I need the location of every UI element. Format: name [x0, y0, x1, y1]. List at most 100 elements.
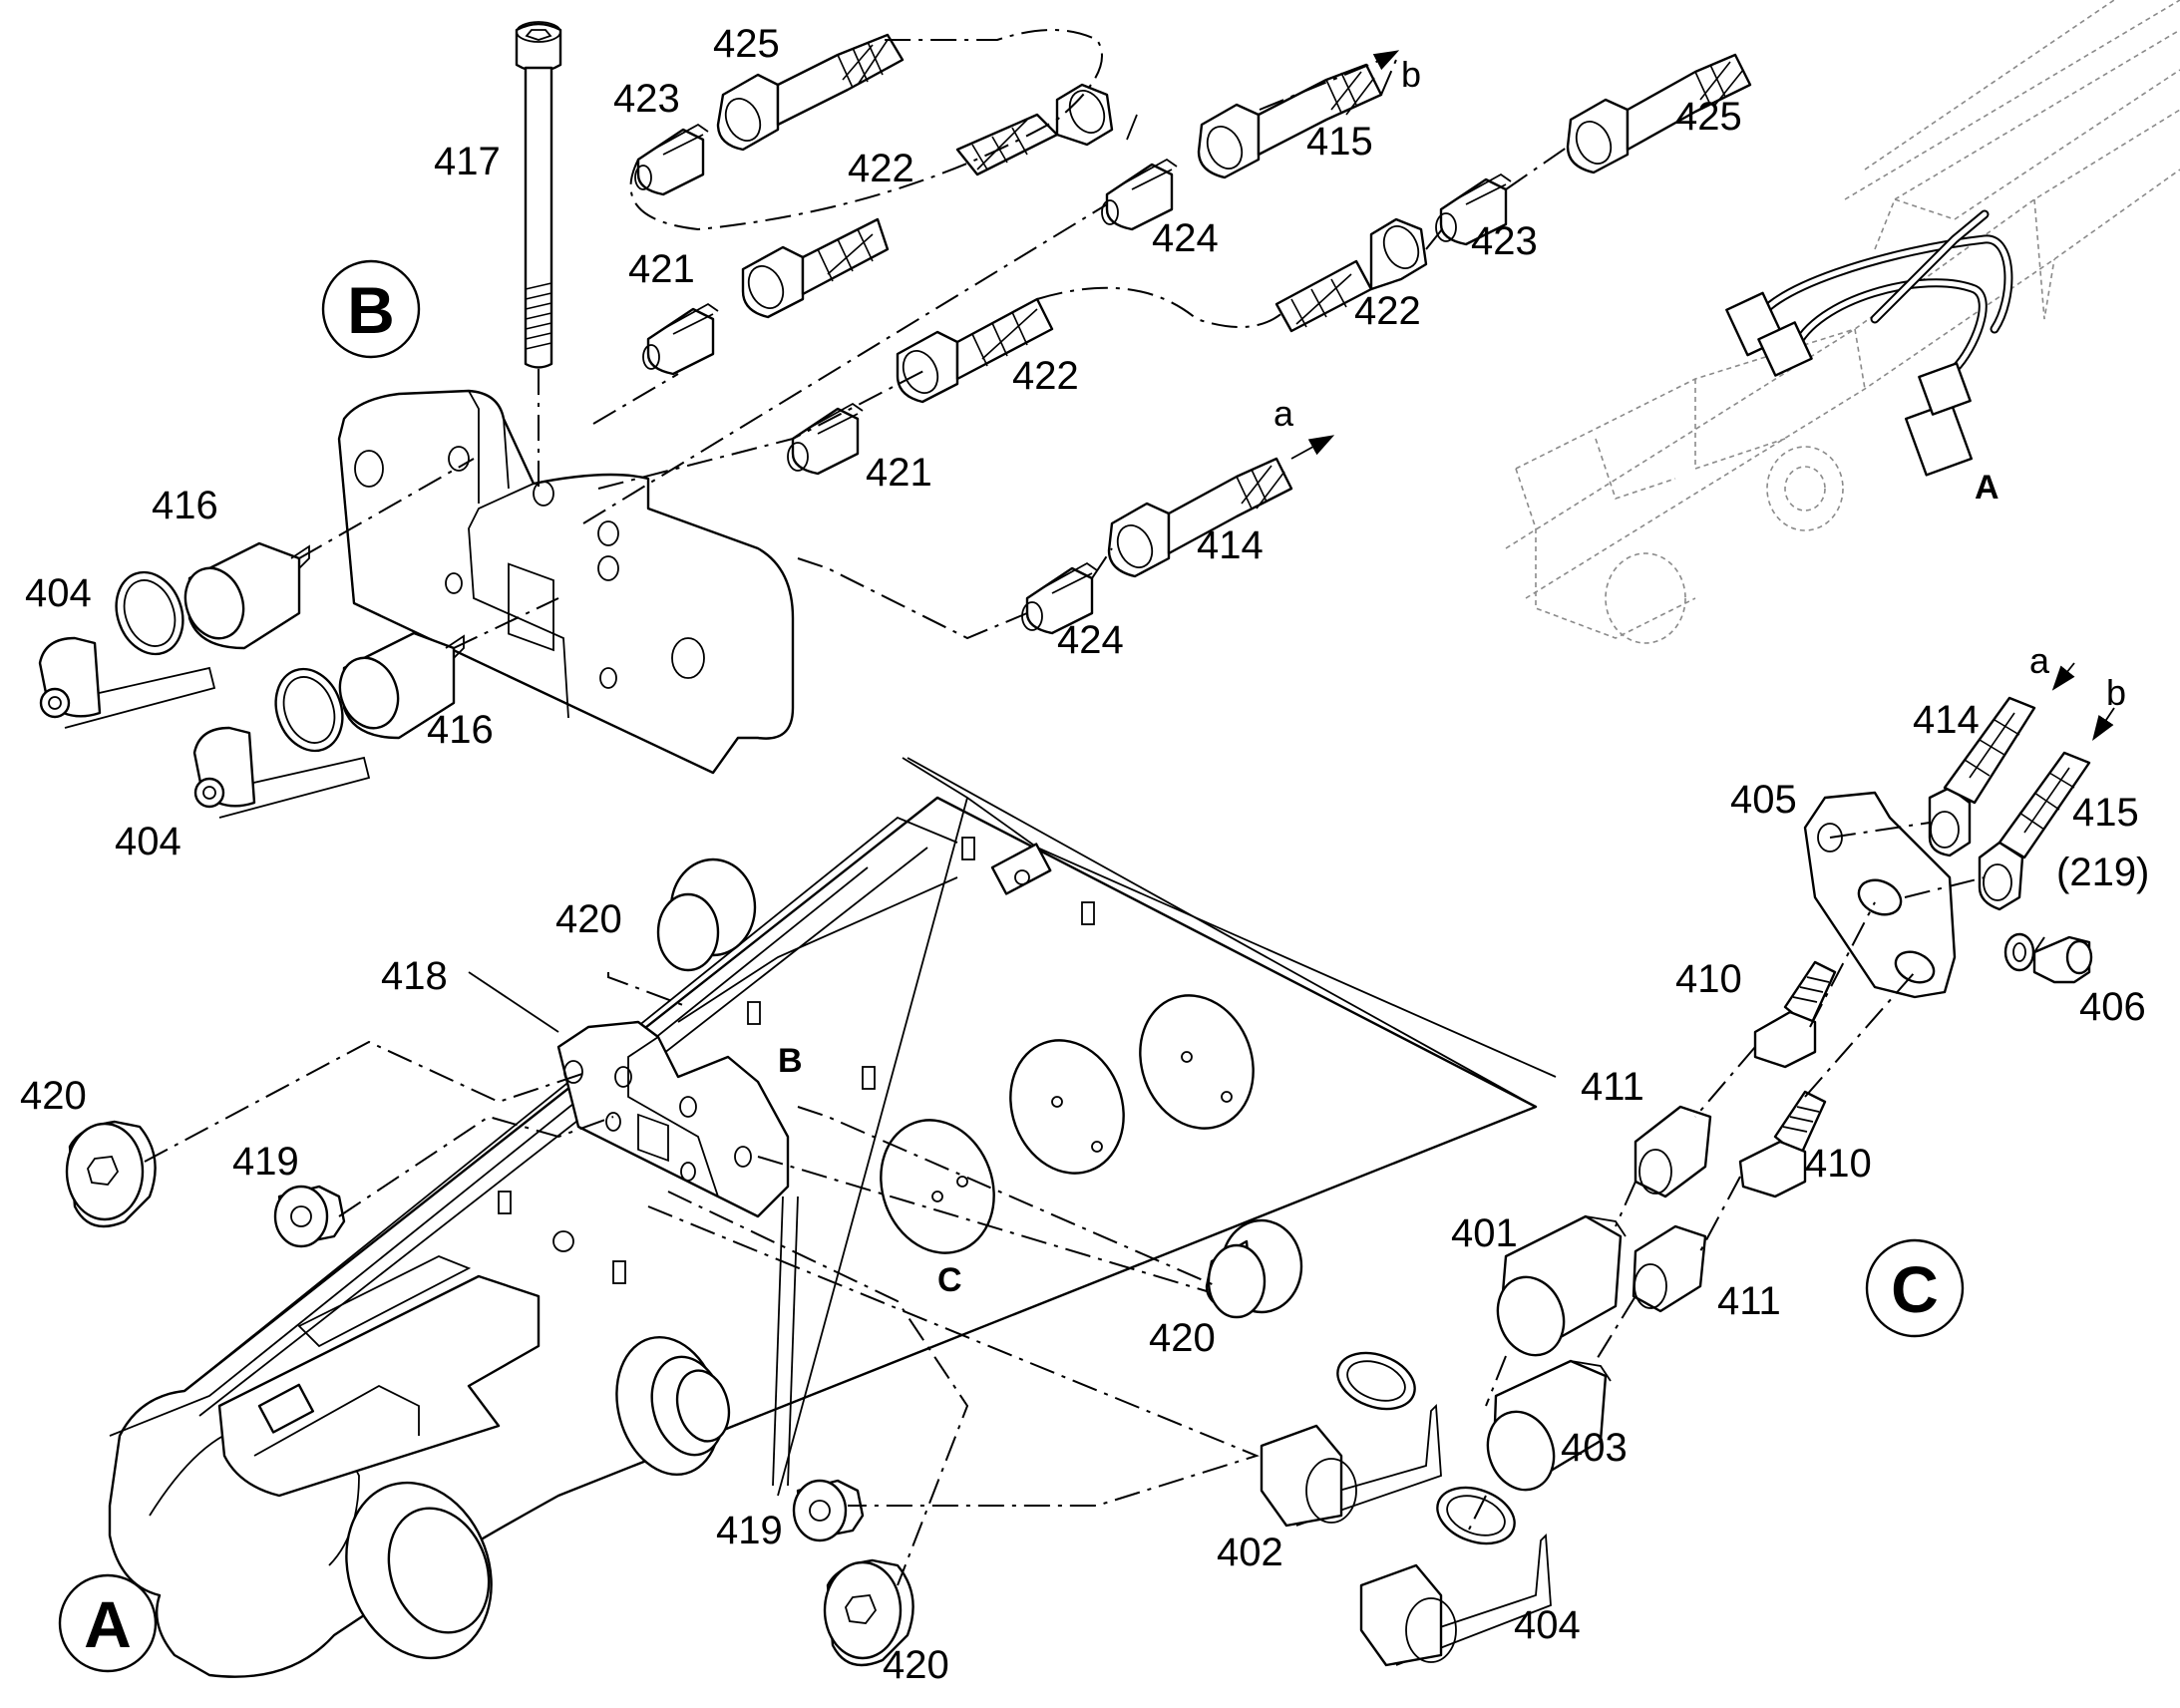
hose-415-right	[1978, 751, 2091, 911]
zone-letters: B C A	[778, 469, 1999, 1299]
bushing-419-left	[273, 1185, 346, 1248]
hose-422-top-a	[955, 83, 1114, 176]
bushing-420-top	[656, 857, 757, 972]
callout-422: 422	[1012, 354, 1079, 398]
adapter-423-top	[634, 123, 709, 196]
flow-arrow-labels: b a a b	[1273, 54, 2126, 713]
callout-415: 415	[2072, 791, 2139, 835]
assembly-lines-arm	[144, 972, 1260, 1586]
overview-hoses	[1725, 209, 2013, 477]
callout-421: 421	[628, 247, 695, 291]
callout-219: (219)	[2056, 851, 2149, 894]
callout-422: 422	[1354, 289, 1421, 333]
hose-422-left	[741, 217, 890, 319]
svg-text:b: b	[2106, 672, 2126, 713]
callout-424: 424	[1057, 618, 1124, 662]
adapter-424-upper	[1101, 158, 1178, 231]
svg-text:A: A	[1975, 469, 1999, 507]
screw-406	[2032, 935, 2093, 984]
callout-411: 411	[1581, 1065, 1644, 1109]
svg-text:B: B	[347, 273, 395, 347]
callout-420: 420	[555, 897, 622, 941]
callout-419: 419	[232, 1140, 299, 1184]
hose-415-top	[1197, 63, 1383, 179]
svg-text:A: A	[84, 1587, 132, 1661]
callout-labels: 417 425 423 422 415 425 424 423 421 422 …	[20, 22, 2149, 1687]
svg-text:a: a	[1273, 393, 1294, 434]
coupler-403	[1486, 1359, 1612, 1492]
svg-text:B: B	[778, 1042, 803, 1080]
nut-411-lower	[1632, 1224, 1707, 1313]
callout-403: 403	[1561, 1426, 1628, 1470]
bushing-420-left	[65, 1120, 157, 1228]
callout-416: 416	[427, 708, 494, 752]
callout-422: 422	[848, 147, 914, 190]
callout-417: 417	[434, 140, 501, 183]
bushing-420-right	[1205, 1218, 1303, 1319]
dust-cap-404-lower	[192, 667, 371, 819]
adapter-421-upper	[642, 302, 719, 376]
callout-420: 420	[1149, 1316, 1216, 1360]
callout-423: 423	[613, 77, 680, 121]
callout-404: 404	[1514, 1603, 1581, 1647]
hose-425-top	[716, 33, 905, 152]
adapter-410-lower	[1738, 1090, 1827, 1198]
callout-411: 411	[1717, 1279, 1781, 1323]
dust-cap-402	[1260, 1351, 1442, 1528]
dust-cap-404-upper	[38, 570, 216, 729]
svg-text:b: b	[1401, 54, 1421, 95]
detail-circle-c: C	[1865, 1238, 1965, 1338]
plug-416-upper	[183, 541, 310, 650]
hose-assemblies-top	[634, 33, 1752, 635]
callout-401: 401	[1451, 1211, 1518, 1255]
plug-416-lower	[338, 631, 465, 740]
callout-420: 420	[883, 1643, 949, 1687]
callout-425: 425	[1675, 95, 1742, 139]
callout-402: 402	[1217, 1531, 1283, 1574]
leader-lines	[468, 114, 1138, 1033]
svg-text:C: C	[937, 1261, 962, 1299]
assembly-lines-c	[1465, 822, 2045, 1537]
assembly-lines-top	[298, 29, 1572, 649]
callout-416: 416	[152, 484, 218, 527]
bushing-419-bottom	[792, 1479, 865, 1542]
callout-404: 404	[25, 571, 92, 615]
hose-422-right	[1274, 217, 1428, 333]
callout-405: 405	[1730, 778, 1797, 822]
adapter-410-upper	[1753, 960, 1837, 1069]
distributor-block-418	[556, 876, 958, 1218]
callout-414: 414	[1913, 698, 1980, 742]
callout-406: 406	[2079, 985, 2146, 1029]
callout-423: 423	[1471, 219, 1538, 263]
svg-text:C: C	[1891, 1252, 1939, 1326]
callout-414: 414	[1197, 523, 1264, 567]
callout-420: 420	[20, 1074, 87, 1118]
detail-circle-a: A	[58, 1573, 158, 1673]
hose-422-middle	[896, 297, 1054, 404]
boom-arm-main	[108, 757, 1557, 1678]
bracket-405	[1803, 791, 1957, 999]
bolt-417	[515, 21, 562, 369]
callout-421: 421	[866, 451, 932, 495]
adapter-423-right	[1435, 172, 1512, 246]
callout-410: 410	[1675, 957, 1742, 1001]
callout-404: 404	[115, 820, 182, 863]
flow-arrows	[1290, 50, 2115, 741]
hose-414-top	[1107, 457, 1293, 578]
detail-circle-b: B	[321, 259, 421, 359]
callout-425: 425	[713, 22, 780, 66]
washer-219	[2003, 932, 2035, 972]
callout-418: 418	[381, 954, 448, 998]
callout-415: 415	[1306, 120, 1373, 164]
bushing-420-bottom	[823, 1558, 914, 1667]
hose-425-right	[1566, 53, 1752, 174]
callout-424: 424	[1152, 216, 1219, 260]
distributor-block-b	[337, 389, 795, 775]
boom-overview-ghost	[1505, 0, 2180, 644]
nut-411-upper	[1634, 1105, 1712, 1198]
callout-410: 410	[1805, 1142, 1872, 1186]
coupler-401	[1496, 1214, 1627, 1357]
callout-419: 419	[716, 1509, 783, 1552]
